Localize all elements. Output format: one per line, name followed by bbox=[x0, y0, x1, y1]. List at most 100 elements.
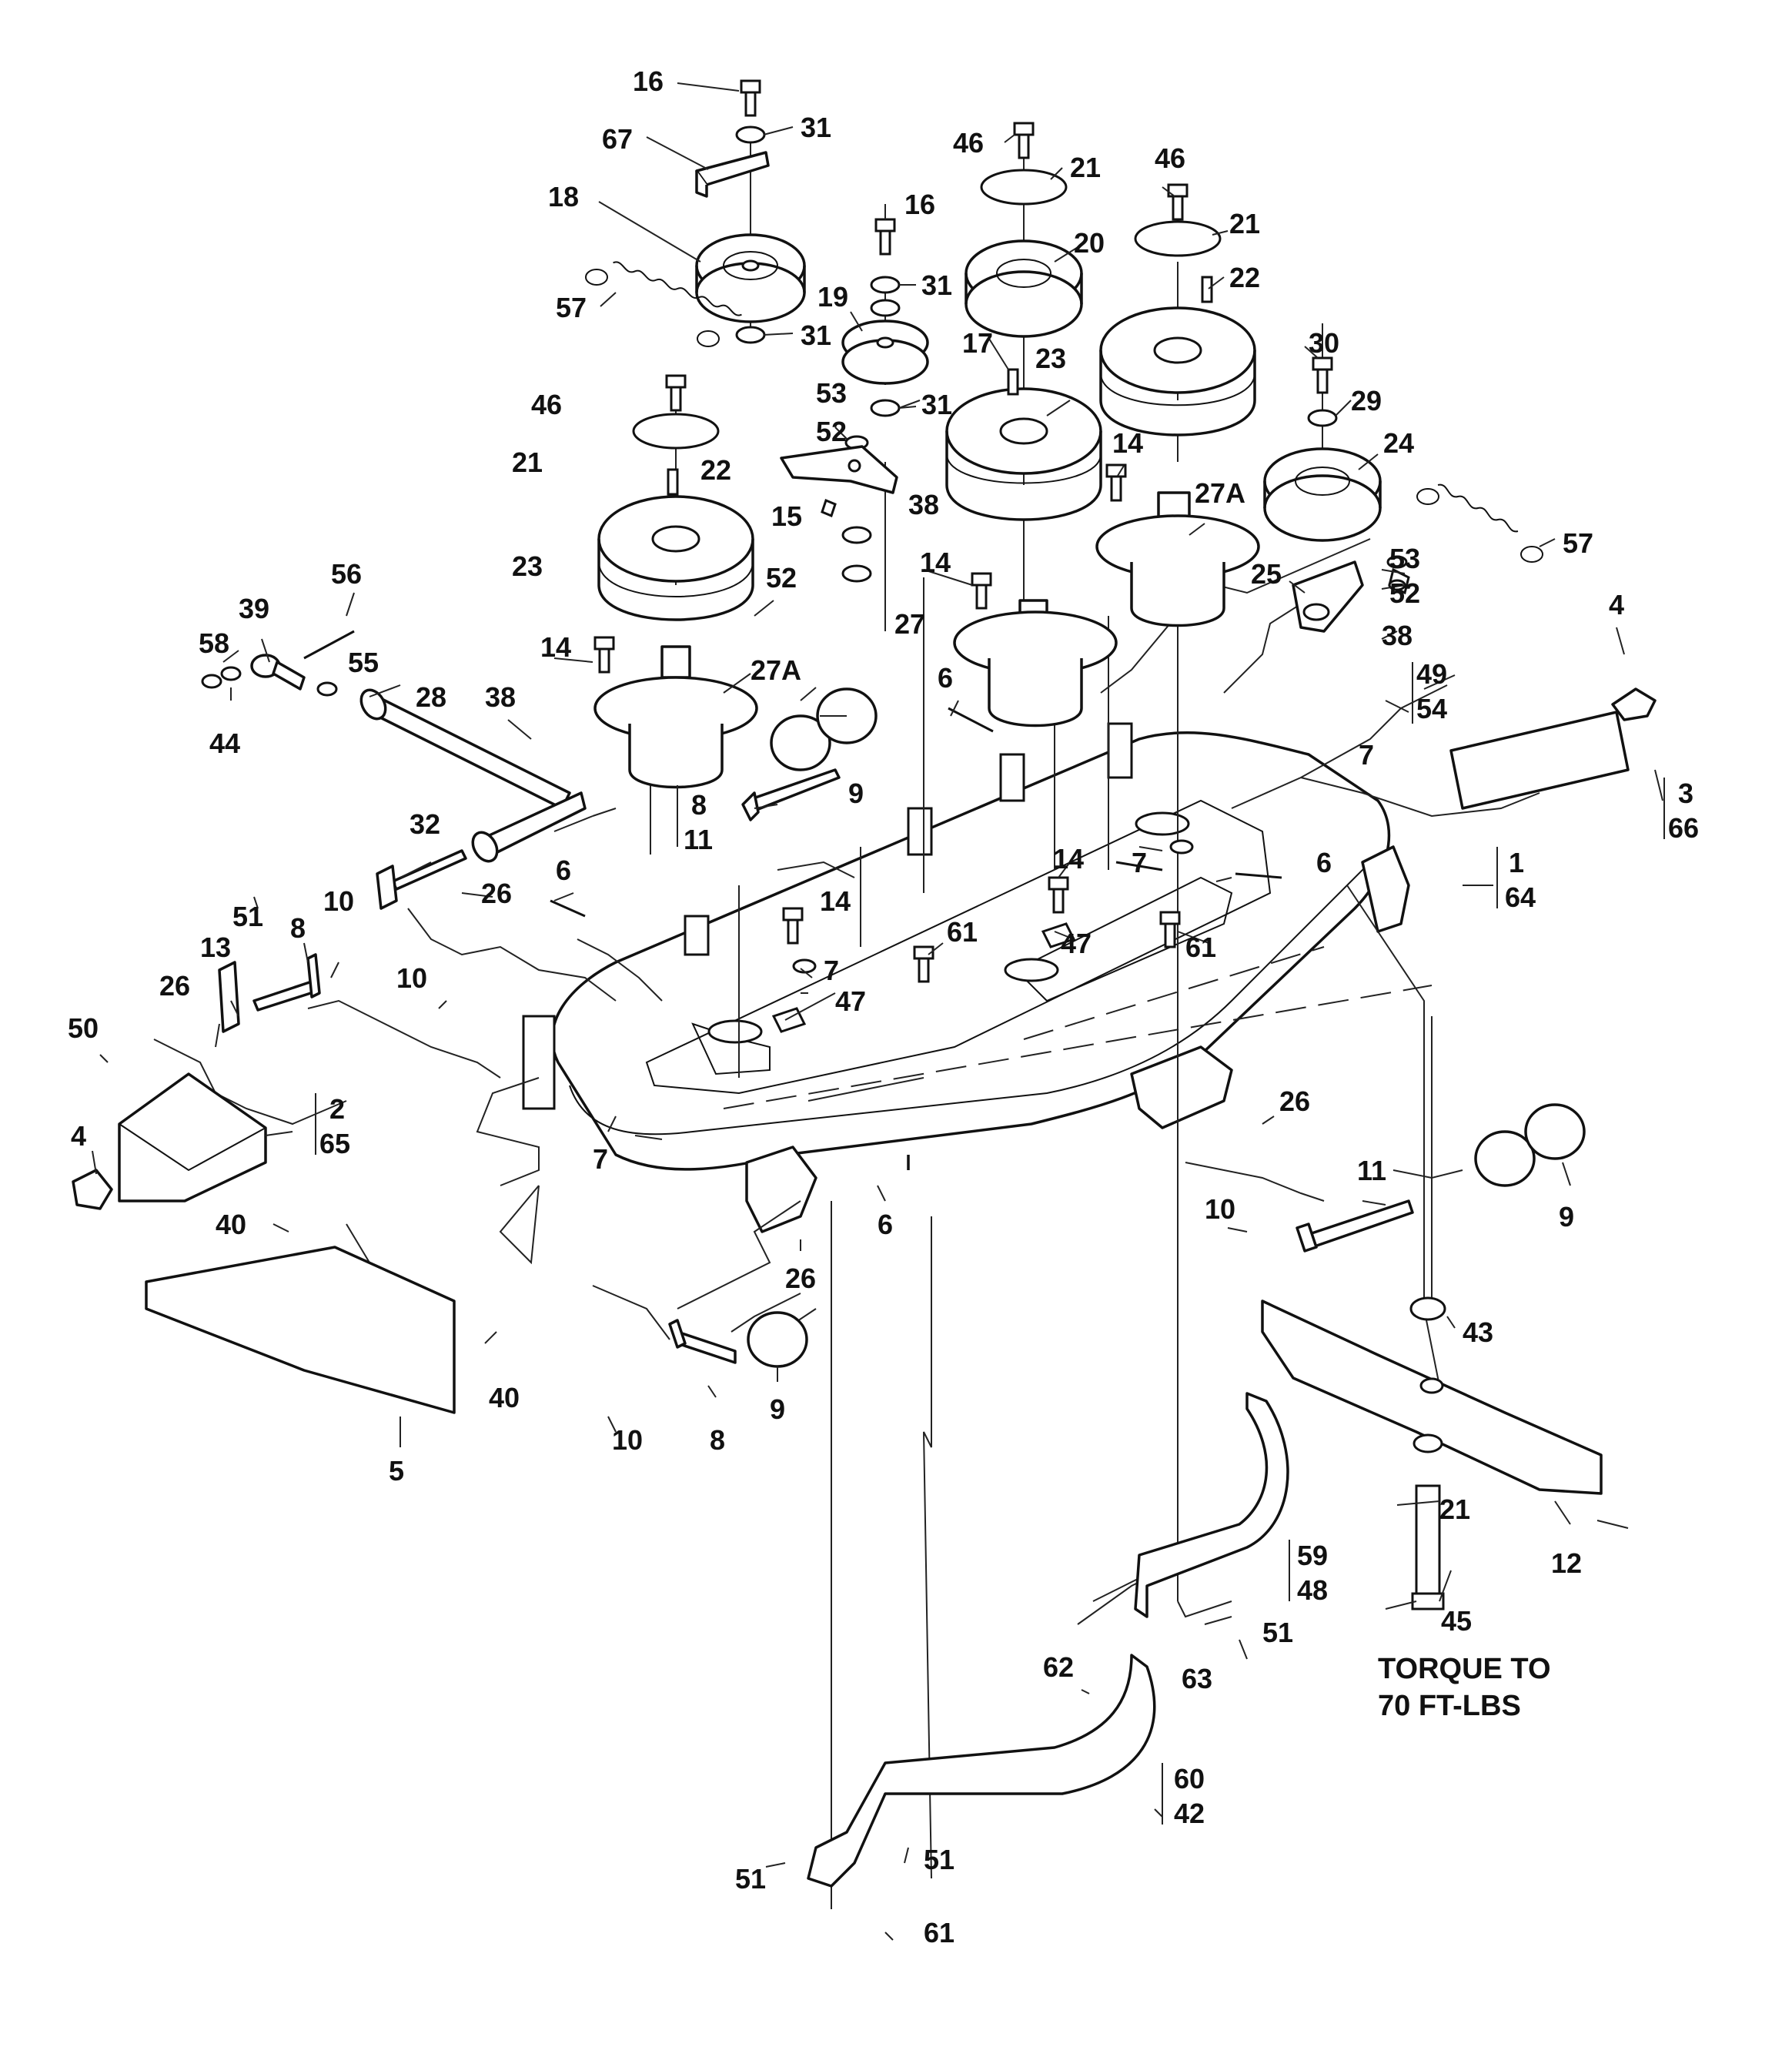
part-label-13: 13 bbox=[200, 932, 231, 963]
part-label-54: 54 bbox=[1416, 693, 1447, 724]
part-label-51c: 51 bbox=[924, 1844, 955, 1875]
part-label-26c: 26 bbox=[1279, 1085, 1310, 1117]
part-label-65: 65 bbox=[319, 1128, 350, 1159]
part-label-15: 15 bbox=[771, 500, 802, 532]
part-label-60: 60 bbox=[1174, 1763, 1205, 1794]
part-label-17: 17 bbox=[962, 327, 993, 359]
part-label-14b: 14 bbox=[1112, 427, 1143, 459]
part-label-21b: 21 bbox=[1229, 208, 1260, 239]
part-label-14d: 14 bbox=[1053, 843, 1084, 875]
pulley-23-left bbox=[597, 495, 754, 621]
part-label-53b: 53 bbox=[1389, 543, 1420, 574]
part-label-10b: 10 bbox=[396, 962, 427, 994]
part-label-66: 66 bbox=[1668, 812, 1699, 844]
part-label-23a: 23 bbox=[512, 550, 543, 582]
spindle-27-center bbox=[953, 599, 1118, 727]
part-label-24: 24 bbox=[1383, 427, 1414, 459]
part-label-6d: 6 bbox=[878, 1209, 893, 1240]
part-label-52c: 52 bbox=[1389, 577, 1420, 609]
torque-note: TORQUE TO 70 FT-LBS bbox=[1378, 1653, 1551, 1722]
part-label-40b: 40 bbox=[489, 1382, 520, 1413]
part-label-48: 48 bbox=[1297, 1574, 1328, 1606]
part-label-31a: 31 bbox=[801, 112, 831, 143]
part-label-26d: 26 bbox=[785, 1263, 816, 1294]
part-label-21c: 21 bbox=[512, 447, 543, 478]
part-label-44: 44 bbox=[209, 727, 240, 759]
blade-12 bbox=[1261, 1296, 1603, 1611]
pulley-19 bbox=[841, 319, 929, 385]
part-label-57b: 57 bbox=[1563, 527, 1593, 559]
part-label-6a: 6 bbox=[938, 662, 953, 694]
part-label-29: 29 bbox=[1351, 385, 1382, 416]
part-label-51b: 51 bbox=[1262, 1617, 1293, 1648]
label-leaders bbox=[92, 82, 1663, 1941]
part-label-7d: 7 bbox=[593, 1143, 608, 1175]
part-labels: 16 31 67 18 31 57 16 31 19 53 52 31 46 2… bbox=[68, 65, 1699, 1948]
part-label-61b: 61 bbox=[947, 916, 978, 948]
part-label-46c: 46 bbox=[531, 389, 562, 420]
part-label-38b: 38 bbox=[1382, 620, 1413, 651]
part-label-47a: 47 bbox=[1061, 928, 1092, 959]
part-label-47b: 47 bbox=[835, 985, 866, 1017]
pulley-right-top bbox=[1099, 306, 1256, 436]
part-label-46a: 46 bbox=[953, 127, 984, 159]
part-label-16a: 16 bbox=[633, 65, 664, 97]
part-label-9a: 9 bbox=[848, 778, 864, 809]
part-label-6b: 6 bbox=[1316, 847, 1332, 878]
part-label-7c: 7 bbox=[824, 955, 839, 986]
part-label-10d: 10 bbox=[612, 1424, 643, 1456]
part-label-61c: 61 bbox=[924, 1917, 955, 1948]
part-label-64: 64 bbox=[1505, 881, 1536, 913]
part-label-59: 59 bbox=[1297, 1540, 1328, 1571]
bracket-67 bbox=[695, 151, 770, 198]
part-label-51a: 51 bbox=[232, 901, 263, 932]
part-label-12: 12 bbox=[1551, 1547, 1582, 1579]
part-label-28: 28 bbox=[416, 681, 446, 713]
part-label-26a: 26 bbox=[481, 878, 512, 909]
part-label-46b: 46 bbox=[1155, 142, 1185, 174]
part-label-21a: 21 bbox=[1070, 152, 1101, 183]
part-label-4a: 4 bbox=[1609, 589, 1624, 620]
part-label-40a: 40 bbox=[216, 1209, 246, 1240]
part-label-8c: 8 bbox=[710, 1424, 725, 1456]
part-label-30: 30 bbox=[1309, 327, 1339, 359]
spindle-27a-right bbox=[1095, 491, 1260, 627]
part-label-62: 62 bbox=[1043, 1651, 1074, 1683]
part-label-1: 1 bbox=[1509, 847, 1524, 878]
part-label-16b: 16 bbox=[904, 189, 935, 220]
part-label-56: 56 bbox=[331, 558, 362, 590]
part-label-10c: 10 bbox=[1205, 1193, 1235, 1225]
part-label-9c: 9 bbox=[770, 1393, 785, 1425]
part-label-10a: 10 bbox=[323, 885, 354, 917]
part-label-7a: 7 bbox=[1359, 739, 1374, 771]
part-label-7b: 7 bbox=[1132, 847, 1147, 878]
part-label-51d: 51 bbox=[735, 1863, 766, 1895]
part-label-9b: 9 bbox=[1559, 1201, 1574, 1233]
hardware-small-parts bbox=[550, 79, 1410, 1033]
part-label-50: 50 bbox=[68, 1012, 99, 1044]
torque-note-line2: 70 FT-LBS bbox=[1378, 1690, 1521, 1722]
baffle-59 bbox=[1134, 1392, 1289, 1618]
part-label-14e: 14 bbox=[820, 885, 851, 917]
part-label-27Ab: 27A bbox=[751, 654, 801, 686]
part-label-61a: 61 bbox=[1185, 932, 1216, 963]
part-label-25: 25 bbox=[1251, 558, 1282, 590]
axle-32 bbox=[376, 849, 467, 910]
part-label-2: 2 bbox=[329, 1093, 345, 1125]
spring-57-right bbox=[1416, 483, 1543, 563]
torque-note-line1: TORQUE TO bbox=[1378, 1653, 1551, 1685]
part-label-11a: 11 bbox=[684, 824, 713, 855]
part-label-3: 3 bbox=[1678, 778, 1693, 809]
part-label-38c: 38 bbox=[485, 681, 516, 713]
part-label-58: 58 bbox=[199, 627, 229, 659]
part-label-31b: 31 bbox=[801, 319, 831, 351]
part-label-22b: 22 bbox=[1229, 262, 1260, 293]
part-label-31d: 31 bbox=[921, 389, 952, 420]
part-label-8b: 8 bbox=[290, 912, 306, 944]
deflector-3 bbox=[1449, 711, 1630, 810]
lift-arm-28 bbox=[359, 688, 587, 863]
idler-pulley-24 bbox=[1263, 447, 1382, 542]
label-separators bbox=[315, 662, 1665, 1825]
part-label-45: 45 bbox=[1441, 1605, 1472, 1637]
